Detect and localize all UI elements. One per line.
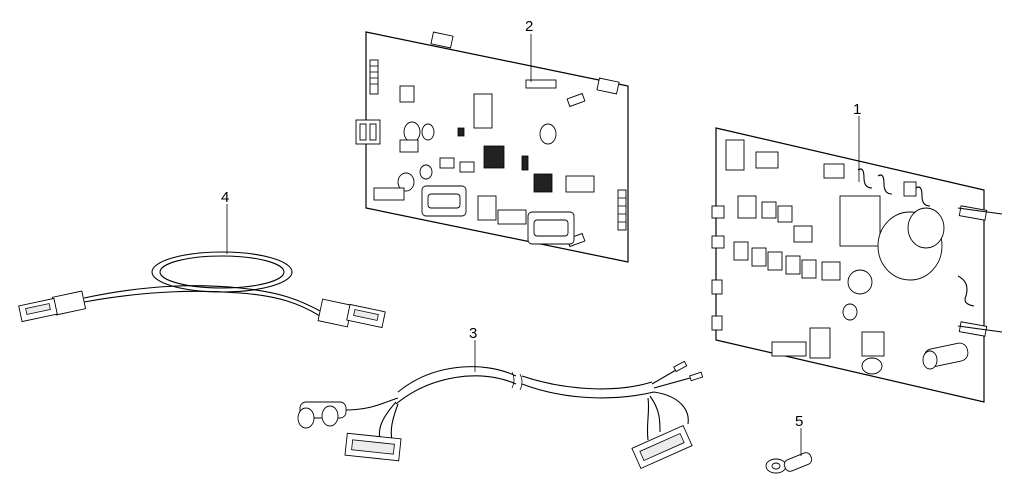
callout-label-5: 5 bbox=[795, 413, 803, 430]
callout-label-4: 4 bbox=[221, 189, 229, 206]
wiring-harness-part-3 bbox=[297, 360, 704, 470]
control-board-part-2 bbox=[355, 31, 629, 263]
callout-label-1: 1 bbox=[853, 101, 861, 118]
ring-terminal-part-5 bbox=[765, 452, 813, 474]
callout-label-2: 2 bbox=[525, 18, 533, 35]
callout-label-3: 3 bbox=[469, 325, 477, 342]
callout-leaders bbox=[226, 34, 860, 456]
power-board-part-1 bbox=[711, 127, 1003, 403]
usb-cable-part-4 bbox=[18, 251, 386, 329]
